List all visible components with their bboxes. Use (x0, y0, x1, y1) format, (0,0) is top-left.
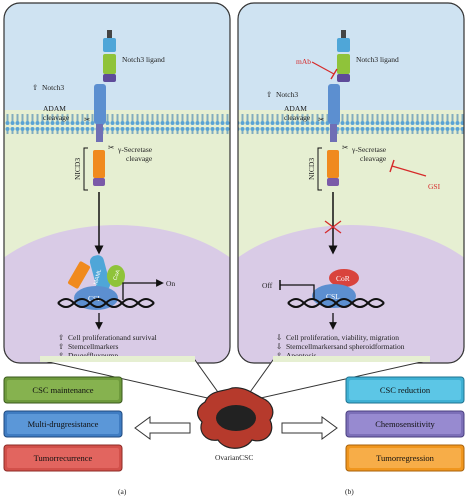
effect-b-arrow-1: ⇩ (276, 333, 282, 342)
notch3-ligand-b (337, 30, 350, 82)
scissors-icon-b2: ✂ (342, 143, 349, 152)
dna-helix-b (287, 298, 385, 308)
gsi-label: GSI (428, 182, 441, 191)
effect-b-3: Apoptosis (286, 351, 317, 360)
adam-label-b-1: ADAM (284, 104, 307, 113)
effect-b-1: Cell proliferation, viability, migration (286, 333, 399, 342)
cor-label: CoR (336, 274, 350, 283)
off-label: Off (262, 281, 273, 290)
notch3-up-arrow-b: ⇧ (266, 90, 272, 99)
caption-a: (a) (118, 487, 127, 496)
notch3-receptor (93, 84, 106, 186)
ovarian-csc-cell (196, 387, 274, 449)
outcome-b-1: CSC reduction (380, 385, 431, 395)
outcome-a-3: Tumorrecurrence (34, 453, 93, 463)
csl-label-b: CSL (326, 292, 340, 301)
scissors-icon-b: ✂ (318, 115, 325, 124)
effect-b-2: Stemcellmarkersand spheroidformation (286, 342, 405, 351)
caption-b: (b) (345, 487, 354, 496)
gamma-label-2: cleavage (126, 154, 153, 163)
panel-b: Notch3 ligand mAb ⇧ Notch3 ADAM cleavage… (237, 2, 465, 364)
on-label: On (166, 279, 175, 288)
adam-label-b-2: cleavage (284, 113, 311, 122)
right-outcome-arrow (281, 416, 338, 440)
outcome-a-1: CSC maintenance (32, 385, 93, 395)
effect-a-3: Drugeffluxpump (68, 351, 119, 360)
magnify-cones (39, 356, 431, 403)
nucleus-b (238, 225, 464, 363)
coa-label: CoA (112, 269, 121, 281)
outcome-a-2: Multi-drugresistance (28, 419, 99, 429)
outcome-box-csc-maintenance: CSC maintenance (3, 376, 123, 404)
outcome-box-multidrug: Multi-drugresistance (3, 410, 123, 438)
gamma-label-b-1: γ-Secretase (351, 145, 387, 154)
nucleus (4, 225, 230, 363)
effect-b-arrow-2: ⇩ (276, 342, 282, 351)
gsi-inhibition-line (391, 165, 427, 177)
scissors-icon-2: ✂ (108, 143, 115, 152)
notch3-label-b: Notch3 (276, 90, 298, 99)
notch3-label: Notch3 (42, 83, 64, 92)
maml-protein (89, 255, 111, 291)
outcome-b-3: Tumorregression (376, 453, 435, 463)
adam-label-2: cleavage (43, 113, 70, 122)
effect-a-arrow-1: ⇧ (58, 333, 64, 342)
cor-protein (329, 269, 359, 287)
ligand-label-b: Notch3 ligand (356, 55, 399, 64)
cell-membrane (4, 114, 230, 134)
effect-a-arrow-3: ⇧ (58, 351, 64, 360)
panel-a: Notch3 ligand ⇧ Notch3 ADAM cleavage ✂ ✂… (3, 2, 231, 364)
transcription-on-arrow (122, 279, 164, 300)
mab-inhibition-line (311, 61, 335, 75)
nicd3-bracket-b (317, 147, 322, 191)
mab-inhibition-bar (330, 68, 338, 80)
scissors-icon: ✂ (84, 115, 91, 124)
block-cross-2 (324, 220, 342, 234)
center-label: OvarianCSC (215, 453, 253, 462)
effect-a-1: Cell proliferationand survival (68, 333, 157, 342)
outcome-box-csc-reduction: CSC reduction (345, 376, 465, 404)
gsi-inhibition-bar (389, 159, 395, 173)
dna-helix-a (57, 298, 155, 308)
ligand-label: Notch3 ligand (122, 55, 165, 64)
transcription-complex-repressed: CoR CSL (312, 269, 359, 308)
outcome-b-2: Chemosensitivity (375, 419, 435, 429)
mab-label: mAb (296, 57, 311, 66)
adam-label-1: ADAM (43, 104, 66, 113)
nicd3-label: NICD3 (73, 158, 82, 180)
csl-protein-b (312, 284, 356, 308)
coa-protein (107, 265, 125, 287)
cell-membrane-b (238, 114, 464, 134)
gamma-label-1: γ-Secretase (117, 145, 153, 154)
outcome-box-chemosensitivity: Chemosensitivity (345, 410, 465, 438)
nicd3-bracket (83, 147, 88, 191)
effect-a-arrow-2: ⇧ (58, 342, 64, 351)
notch3-ligand (103, 30, 116, 82)
maml-label: MAML (93, 269, 103, 286)
outcome-box-regression: Tumorregression (345, 444, 465, 472)
gamma-label-b-2: cleavage (360, 154, 387, 163)
effect-b-arrow-3: ⇧ (276, 351, 282, 360)
left-outcome-arrow (134, 416, 191, 440)
outcome-box-recurrence: Tumorrecurrence (3, 444, 123, 472)
nicd3-label-b: NICD3 (307, 158, 316, 180)
transcription-off-line (280, 284, 315, 300)
notch3-receptor-b (327, 84, 340, 186)
effect-a-2: Stemcellmarkers (68, 342, 118, 351)
notch3-up-arrow: ⇧ (32, 83, 38, 92)
